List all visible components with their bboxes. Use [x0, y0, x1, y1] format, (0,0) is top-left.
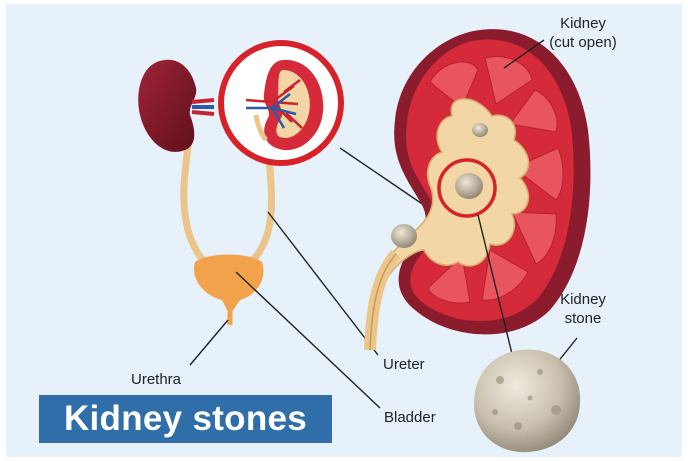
ureter-label: Ureter	[383, 356, 425, 373]
zoom-vessels	[245, 79, 303, 129]
medulla-pyramids	[427, 56, 564, 304]
stone-small-top	[472, 123, 488, 137]
stone-highlight-ring	[437, 158, 497, 218]
urethra-label: Urethra	[131, 371, 182, 388]
enlarged-kidney-stone	[474, 349, 581, 453]
left-kidney-vessels	[191, 98, 215, 116]
title-banner: Kidney stones	[39, 395, 332, 443]
left-kidney	[138, 59, 197, 152]
bladder-label: Bladder	[384, 409, 436, 426]
stone-small-left	[391, 224, 417, 248]
stone-in-kidney	[455, 173, 483, 199]
stone-zoom-leader	[477, 214, 515, 363]
renal-pelvis	[365, 98, 530, 347]
bladder-leader	[235, 271, 381, 409]
kidney-cut-open-label: Kidney (cut open)	[549, 15, 617, 51]
ureter-leader	[267, 211, 379, 356]
zoom-to-big-leader	[339, 147, 438, 215]
urethra-leader	[189, 319, 229, 366]
bladder	[194, 254, 264, 312]
kidney-cut-open-leader	[503, 39, 545, 69]
kidney-stone-label: Kidney stone	[560, 291, 606, 327]
